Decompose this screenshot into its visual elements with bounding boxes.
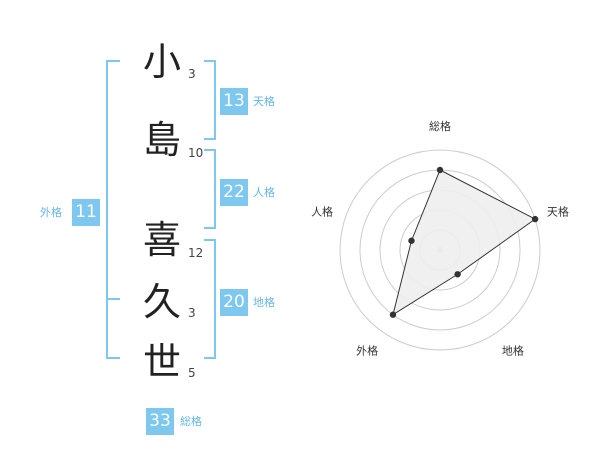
soukaku-value-badge: 33: [146, 408, 174, 435]
radar-axis-label-4: 人格: [311, 205, 333, 219]
gaikaku-bracket-line: [106, 60, 108, 359]
gaikaku-bracket-bottom: [106, 357, 120, 359]
chikaku-bracket-top: [204, 239, 216, 241]
gaikaku-bracket-top: [106, 60, 120, 62]
radar-data-polygon: [392, 169, 537, 316]
stroke-count-5: 5: [188, 366, 196, 380]
name-char-5: 世: [142, 340, 181, 384]
stroke-count-3: 12: [188, 246, 204, 260]
radar-axis-label-2: 地格: [502, 343, 524, 357]
radar-data-points: [389, 166, 539, 318]
chikaku-label: 地格: [253, 296, 275, 309]
chikaku-value-badge: 20: [220, 289, 248, 316]
jinkaku-bracket-bottom: [204, 227, 216, 229]
tenkaku-bracket-top: [204, 60, 216, 62]
jinkaku-value-badge: 22: [220, 179, 248, 206]
radar-axis-label-1: 天格: [547, 205, 569, 219]
tenkaku-value-badge: 13: [220, 88, 248, 115]
stroke-count-2: 10: [188, 146, 204, 160]
stroke-count-4: 3: [188, 306, 196, 320]
gaikaku-label: 外格: [40, 206, 62, 219]
tenkaku-label: 天格: [253, 95, 275, 108]
radar-point-1: [531, 215, 539, 223]
soukaku-label: 総格: [180, 415, 202, 428]
name-char-3: 喜: [142, 218, 181, 262]
chikaku-bracket-bottom: [204, 357, 216, 359]
radar-point-4: [408, 237, 415, 244]
gaikaku-bracket-mid: [106, 298, 120, 300]
radar-axis-label-0: 総格: [429, 119, 451, 133]
gaikaku-value-badge: 11: [72, 199, 100, 226]
jinkaku-bracket-line: [214, 149, 216, 229]
jinkaku-label: 人格: [253, 186, 275, 199]
stroke-count-1: 3: [188, 67, 196, 81]
radar-ring-5: [339, 149, 541, 351]
radar-point-3: [389, 311, 397, 318]
radar-axis-label-3: 外格: [356, 343, 378, 357]
name-char-2: 島: [142, 118, 181, 162]
tenkaku-bracket-bottom: [204, 138, 216, 140]
chikaku-bracket-line: [214, 239, 216, 359]
name-char-4: 久: [142, 280, 181, 324]
jinkaku-bracket-top: [204, 149, 216, 151]
name-char-1: 小: [142, 40, 181, 84]
radar-point-0: [436, 166, 444, 174]
tenkaku-bracket-line: [214, 60, 216, 140]
radar-point-2: [454, 271, 461, 278]
